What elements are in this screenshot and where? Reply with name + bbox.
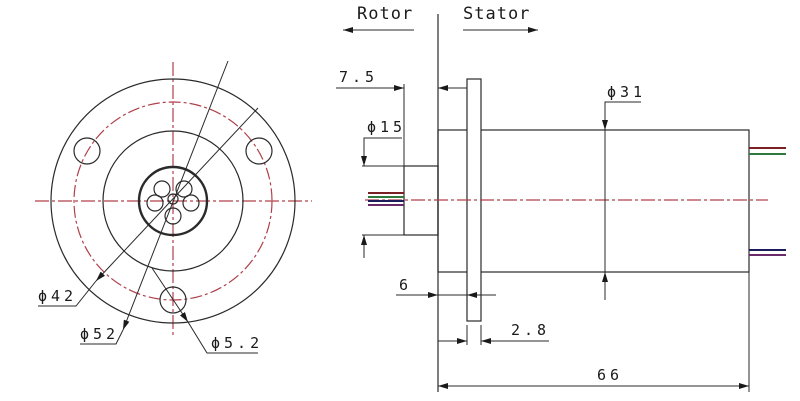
dim-6-label: 6 bbox=[399, 276, 413, 294]
stator-body bbox=[437, 129, 750, 273]
wire-hole bbox=[182, 194, 200, 212]
mounting-hole bbox=[73, 137, 101, 165]
wire-hole-center bbox=[167, 193, 179, 205]
leader-d5-2 bbox=[151, 267, 189, 323]
body-circle bbox=[102, 130, 244, 272]
dim-d5-2-label: ϕ5.2 bbox=[211, 334, 264, 352]
outer-circle-d52 bbox=[50, 78, 296, 324]
dim-7-5-label: 7.5 bbox=[339, 68, 379, 86]
wire-hole bbox=[146, 194, 164, 212]
wire-hole bbox=[153, 180, 171, 198]
dim-d42-label: ϕ42 bbox=[38, 287, 78, 305]
wire-hole bbox=[164, 207, 182, 225]
stator-wires bbox=[749, 147, 786, 256]
rotor-circle bbox=[137, 165, 209, 237]
side-view bbox=[336, 14, 786, 392]
dim-2-8-label: 2.8 bbox=[511, 321, 551, 339]
stator-label: Stator bbox=[463, 4, 531, 24]
mounting-hole bbox=[245, 137, 273, 165]
dim-66-label: 66 bbox=[597, 366, 624, 384]
leader-d42 bbox=[95, 107, 259, 282]
front-view bbox=[35, 60, 312, 354]
rotor-wires bbox=[368, 192, 404, 206]
dim-d15-leader bbox=[363, 137, 402, 166]
dim-d31-leader bbox=[604, 101, 641, 130]
mounting-hole bbox=[159, 286, 187, 314]
rotor-label: Rotor bbox=[357, 4, 414, 24]
dim-d31-label: ϕ31 bbox=[607, 83, 647, 101]
dim-d52-label: ϕ52 bbox=[80, 325, 120, 343]
dim-d15-label: ϕ15 bbox=[367, 118, 407, 136]
wire-hole bbox=[175, 180, 193, 198]
